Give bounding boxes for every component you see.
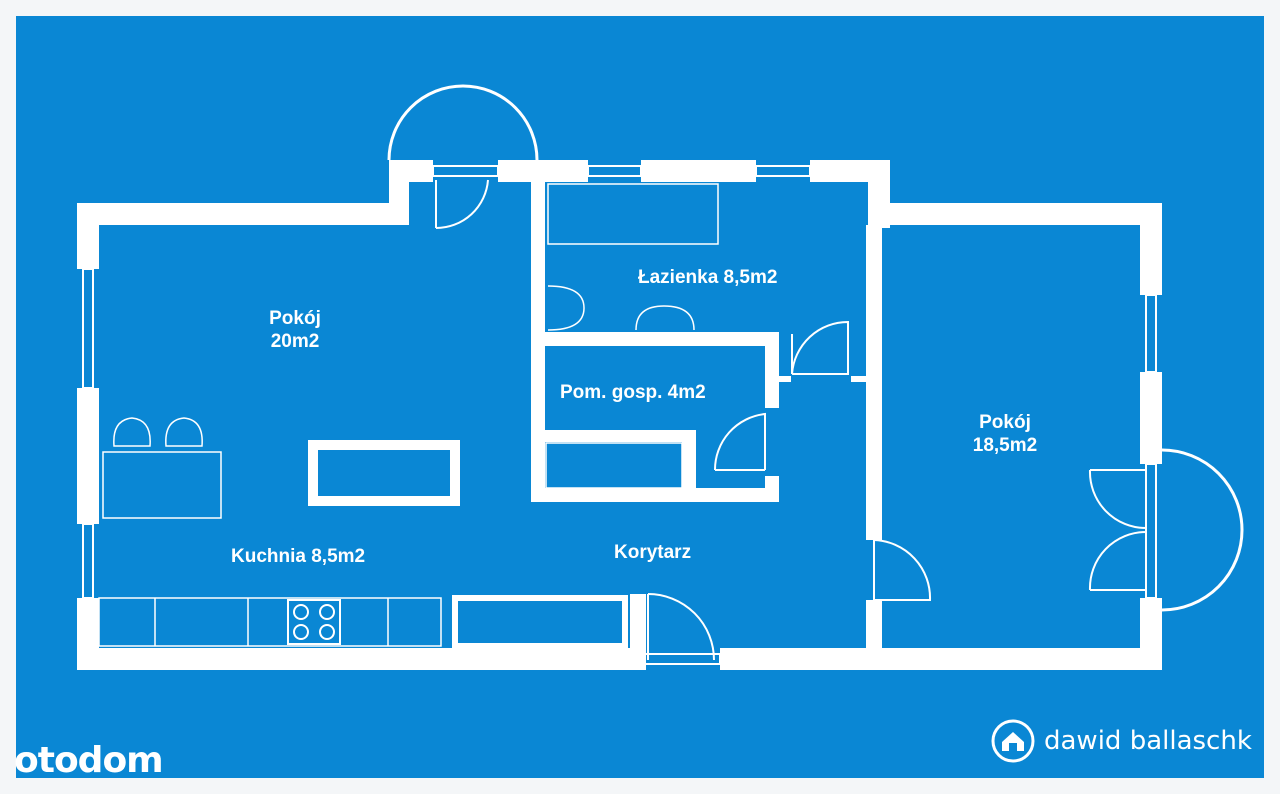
room-area: 18,5m2 — [972, 435, 1038, 456]
door-swing — [713, 412, 766, 471]
door-swing — [1088, 531, 1147, 591]
room-area: 20m2 — [270, 331, 320, 352]
wall — [531, 332, 779, 346]
balcony-arc — [1161, 448, 1244, 612]
wall — [1140, 203, 1162, 295]
door-swing — [435, 179, 489, 230]
room-label-bathroom: Łazienka 8,5m2 — [638, 267, 778, 288]
wall — [630, 594, 646, 670]
burner — [293, 604, 309, 620]
bathtub — [547, 183, 719, 245]
window — [755, 165, 811, 177]
window — [1145, 463, 1157, 599]
room-label-utility-room: Pom. gosp. 4m2 — [560, 382, 706, 403]
room-label-bedroom: Pokój 18,5m2 — [950, 411, 1060, 457]
wall — [765, 332, 779, 408]
wall — [866, 600, 882, 648]
house-icon — [991, 719, 1035, 763]
kitchen-counter — [98, 597, 442, 647]
wall — [531, 488, 779, 502]
window — [432, 165, 499, 177]
washbasin — [635, 305, 695, 331]
wall — [779, 376, 791, 382]
utility-cabinet — [545, 442, 683, 489]
wall — [641, 160, 756, 182]
wall — [682, 430, 696, 490]
wall — [77, 203, 389, 225]
agency-name: dawid ballaschk — [1044, 726, 1252, 756]
wardrobe — [452, 595, 628, 649]
wall — [868, 203, 1162, 225]
wall — [77, 388, 99, 524]
toilet — [547, 285, 585, 331]
chair — [165, 417, 203, 447]
wall — [77, 598, 99, 670]
door-swing — [873, 539, 932, 601]
wall — [77, 203, 99, 269]
room-label-hallway: Korytarz — [614, 542, 692, 563]
wall — [498, 160, 588, 182]
agency-logo: dawid ballaschk — [990, 718, 1252, 764]
chair — [113, 417, 151, 447]
room-label-living-room: Pokój 20m2 — [240, 307, 350, 353]
wall — [851, 376, 868, 382]
door-swing — [791, 320, 849, 375]
kitchen-island — [308, 440, 460, 506]
burner — [319, 624, 335, 640]
wall — [531, 430, 696, 442]
window — [82, 523, 94, 599]
room-name: Pokój — [979, 412, 1031, 433]
burner — [319, 604, 335, 620]
room-label-kitchen: Kuchnia 8,5m2 — [231, 546, 366, 567]
portal-logo: otodom — [14, 740, 164, 781]
window — [642, 653, 721, 665]
window — [82, 268, 94, 389]
wall — [77, 648, 643, 670]
room-name: Pokój — [269, 308, 321, 329]
wall — [389, 160, 433, 182]
cooktop — [287, 599, 341, 645]
balcony-arc — [387, 84, 539, 161]
window — [1145, 294, 1157, 373]
burner — [293, 624, 309, 640]
door-swing — [647, 593, 715, 661]
window — [587, 165, 642, 177]
dining-table — [102, 451, 222, 519]
wall — [720, 648, 1162, 670]
door-swing — [1088, 469, 1147, 529]
wall — [866, 225, 882, 540]
wall — [1140, 372, 1162, 464]
